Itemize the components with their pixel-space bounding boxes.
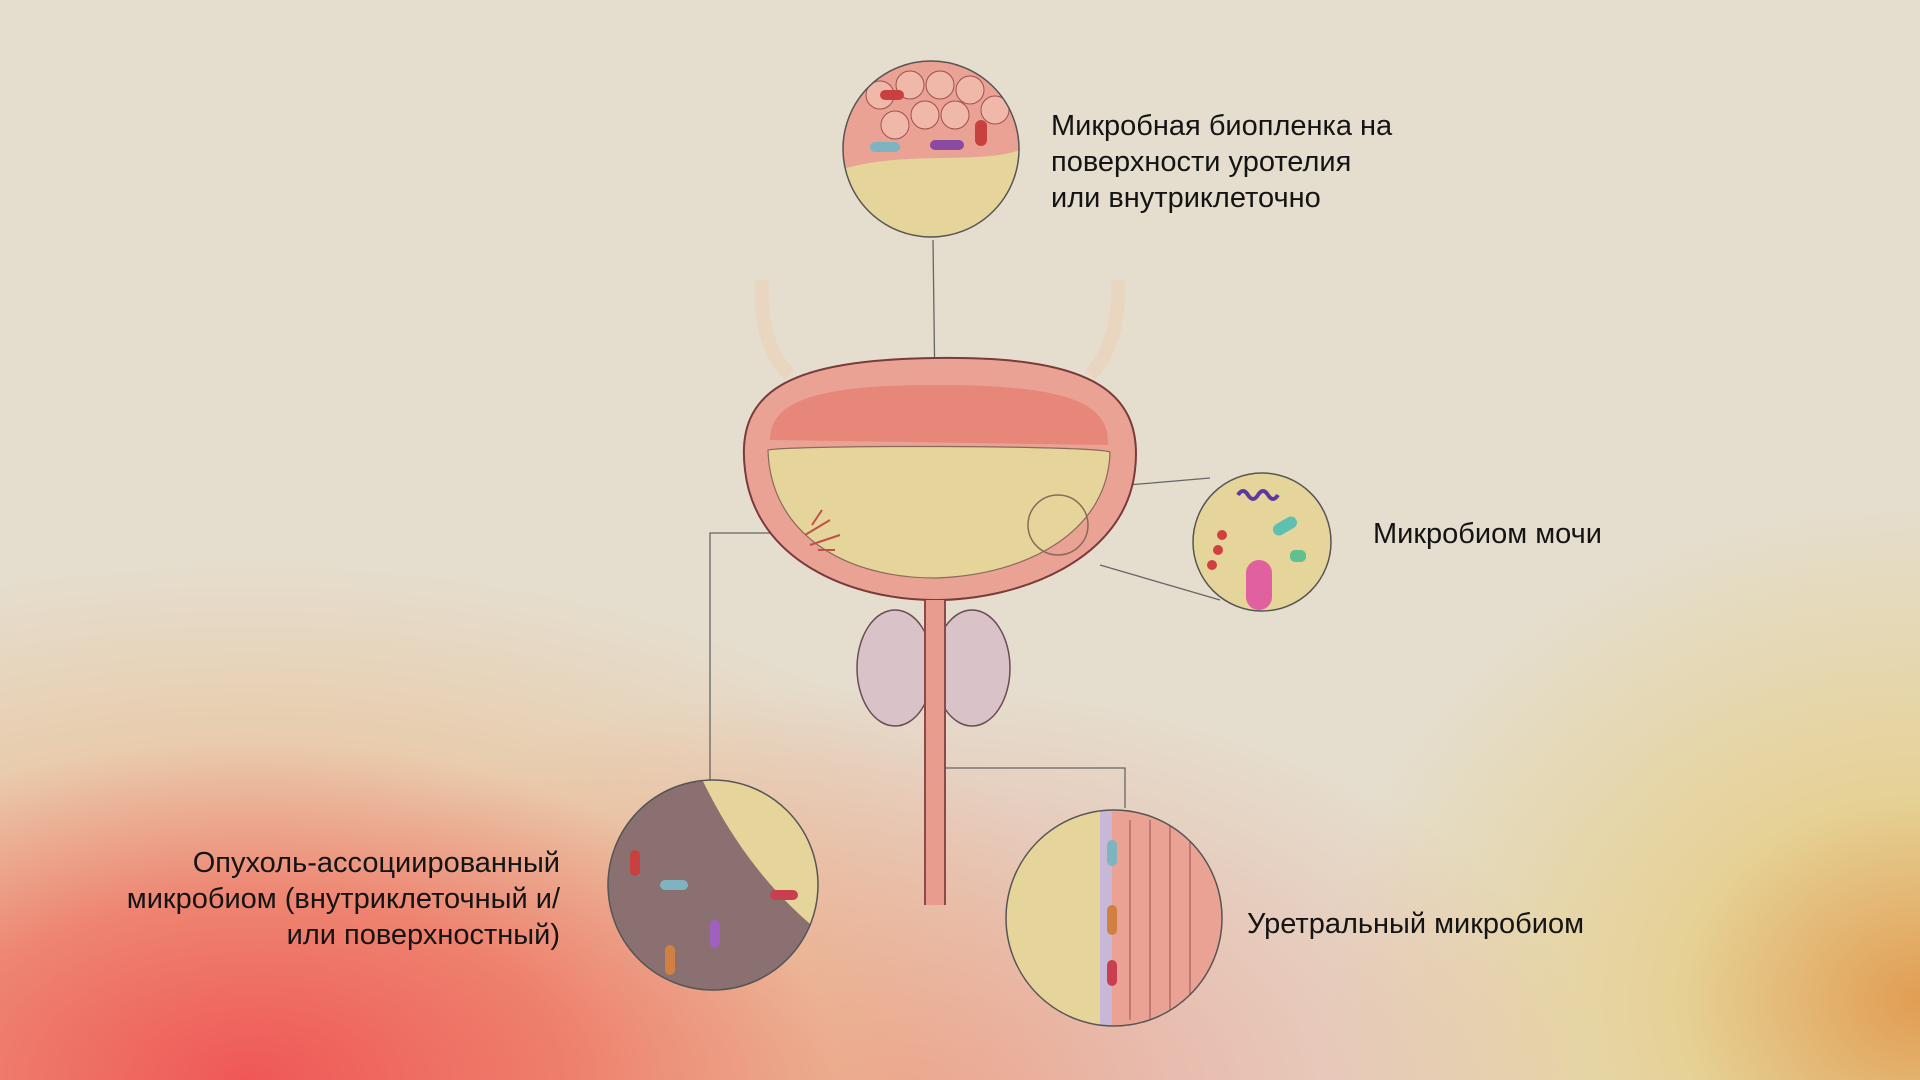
- label-line: поверхности уротелия: [1051, 146, 1352, 178]
- urethral-microbiome-label: Уретральный микробиом: [1247, 906, 1584, 942]
- label-line: или внутриклеточно: [1051, 182, 1321, 214]
- label-line: Микробиом мочи: [1373, 518, 1602, 550]
- label-line: Микробная биопленка на: [1051, 110, 1393, 142]
- label-line: Уретральный микробиом: [1247, 908, 1585, 940]
- tumor-mark: [804, 509, 841, 551]
- label-line: Опухоль-ассоциированный: [192, 847, 560, 879]
- biofilm-magnified-circle: [842, 60, 1020, 238]
- prostate: [856, 609, 1011, 727]
- urine-microbiome-label: Микробиом мочи: [1373, 516, 1602, 552]
- label-line: микробиом (внутриклеточный и/: [126, 883, 560, 915]
- label-line: или поверхностный): [286, 919, 560, 951]
- urethral-magnified-circle: [1005, 809, 1223, 1027]
- tumor-microbiome-label: Опухоль-ассоциированный микробиом (внутр…: [127, 845, 560, 953]
- biofilm-label: Микробная биопленка на поверхности уроте…: [1051, 108, 1392, 216]
- tumor-magnified-circle: [607, 779, 819, 991]
- urethra: [926, 600, 944, 905]
- ureters: [754, 279, 1126, 381]
- bladder: [742, 356, 1137, 602]
- urine-magnified-circle: [1192, 472, 1332, 612]
